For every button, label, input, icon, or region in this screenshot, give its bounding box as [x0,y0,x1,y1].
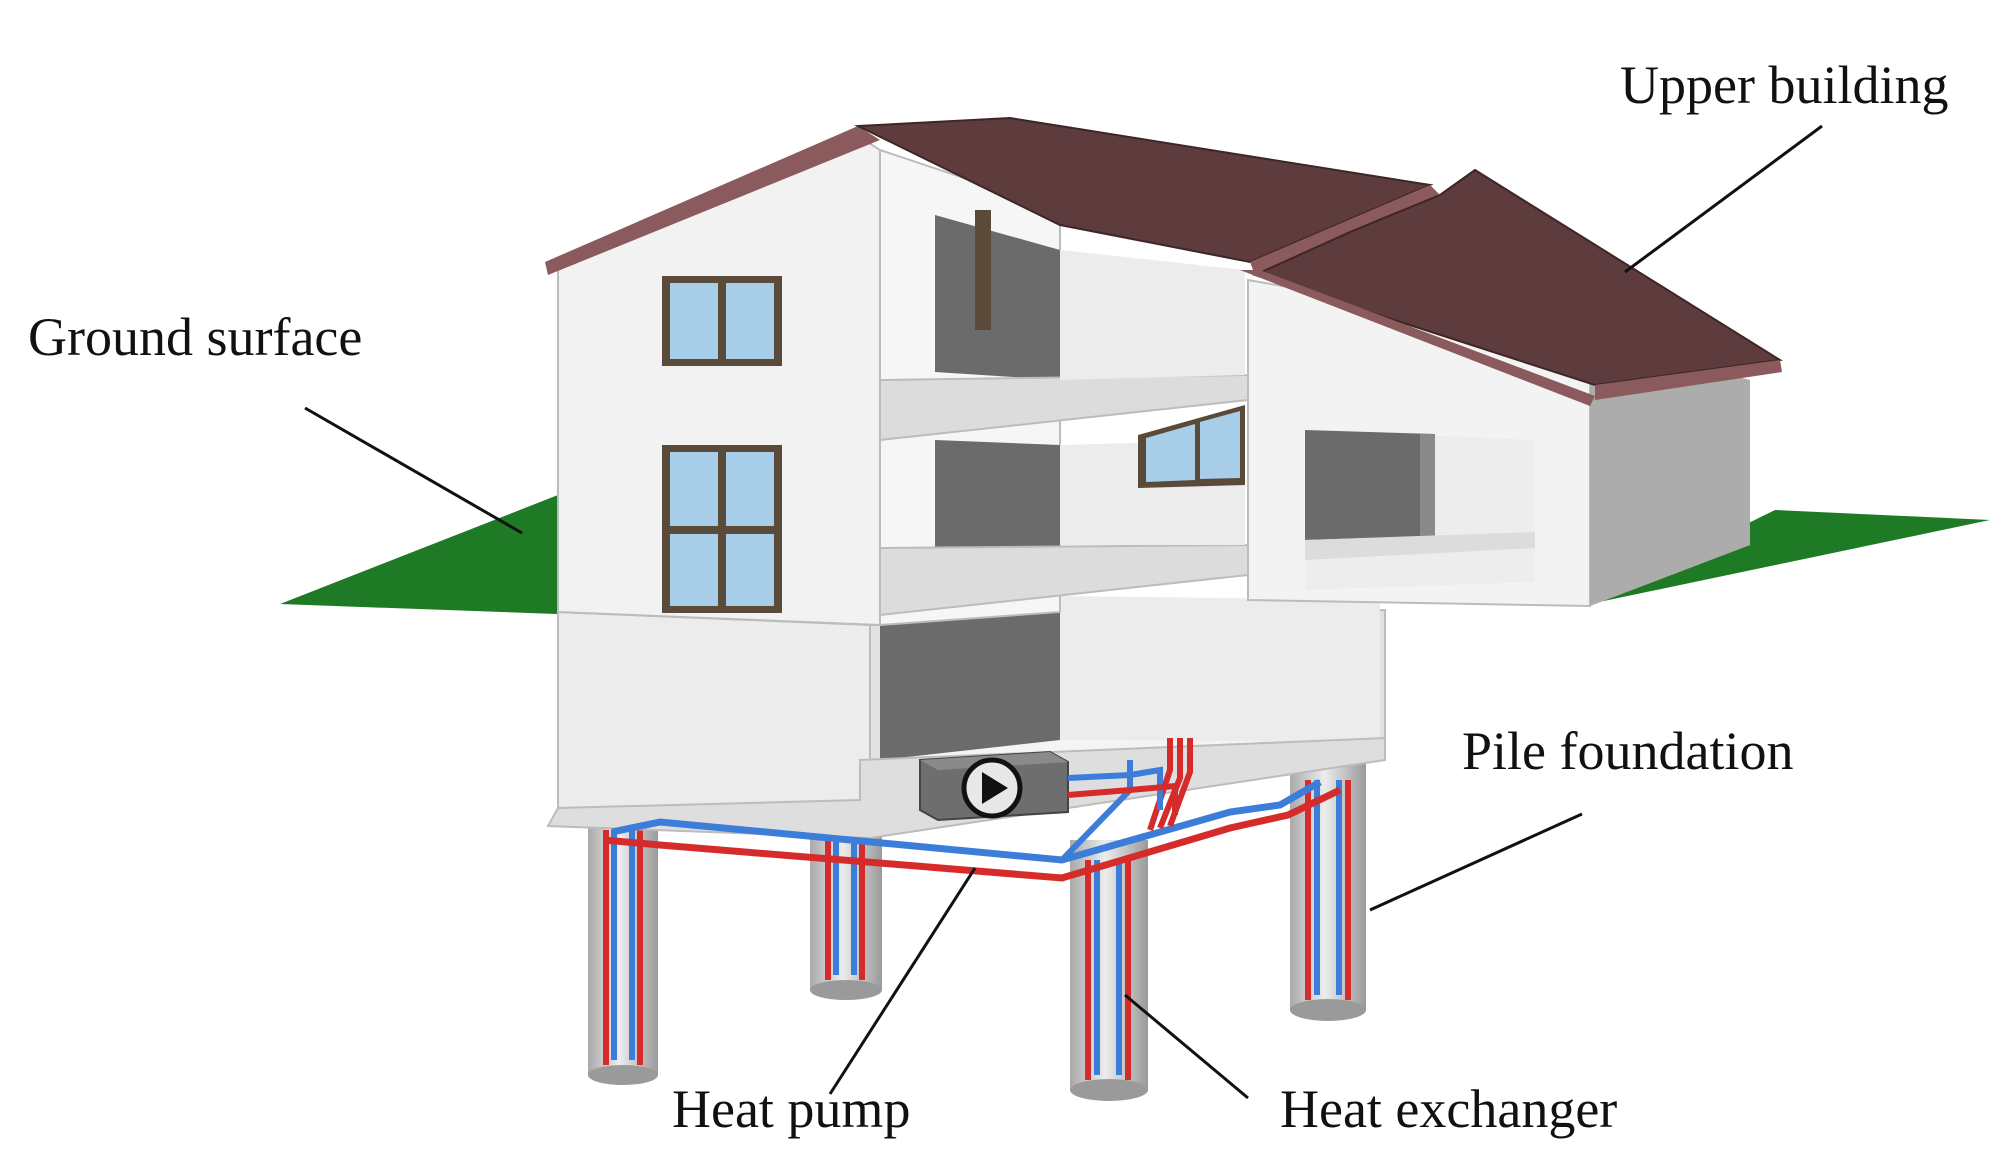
window-upper [662,276,782,366]
label-upper-building: Upper building [1620,58,1948,112]
pile-front-left [588,815,658,1085]
label-heat-pump: Heat pump [672,1082,910,1136]
leader-upper-building [1625,126,1822,272]
pile-front-right [1070,840,1148,1101]
leader-pile-foundation [1370,814,1582,910]
clerestory-window [1138,405,1245,488]
label-ground-surface: Ground surface [28,310,362,364]
window-lower [662,445,782,613]
upper-building [545,118,1782,625]
label-pile-foundation: Pile foundation [1462,724,1793,778]
leader-ground-surface [305,408,522,533]
label-heat-exchanger: Heat exchanger [1280,1082,1617,1136]
